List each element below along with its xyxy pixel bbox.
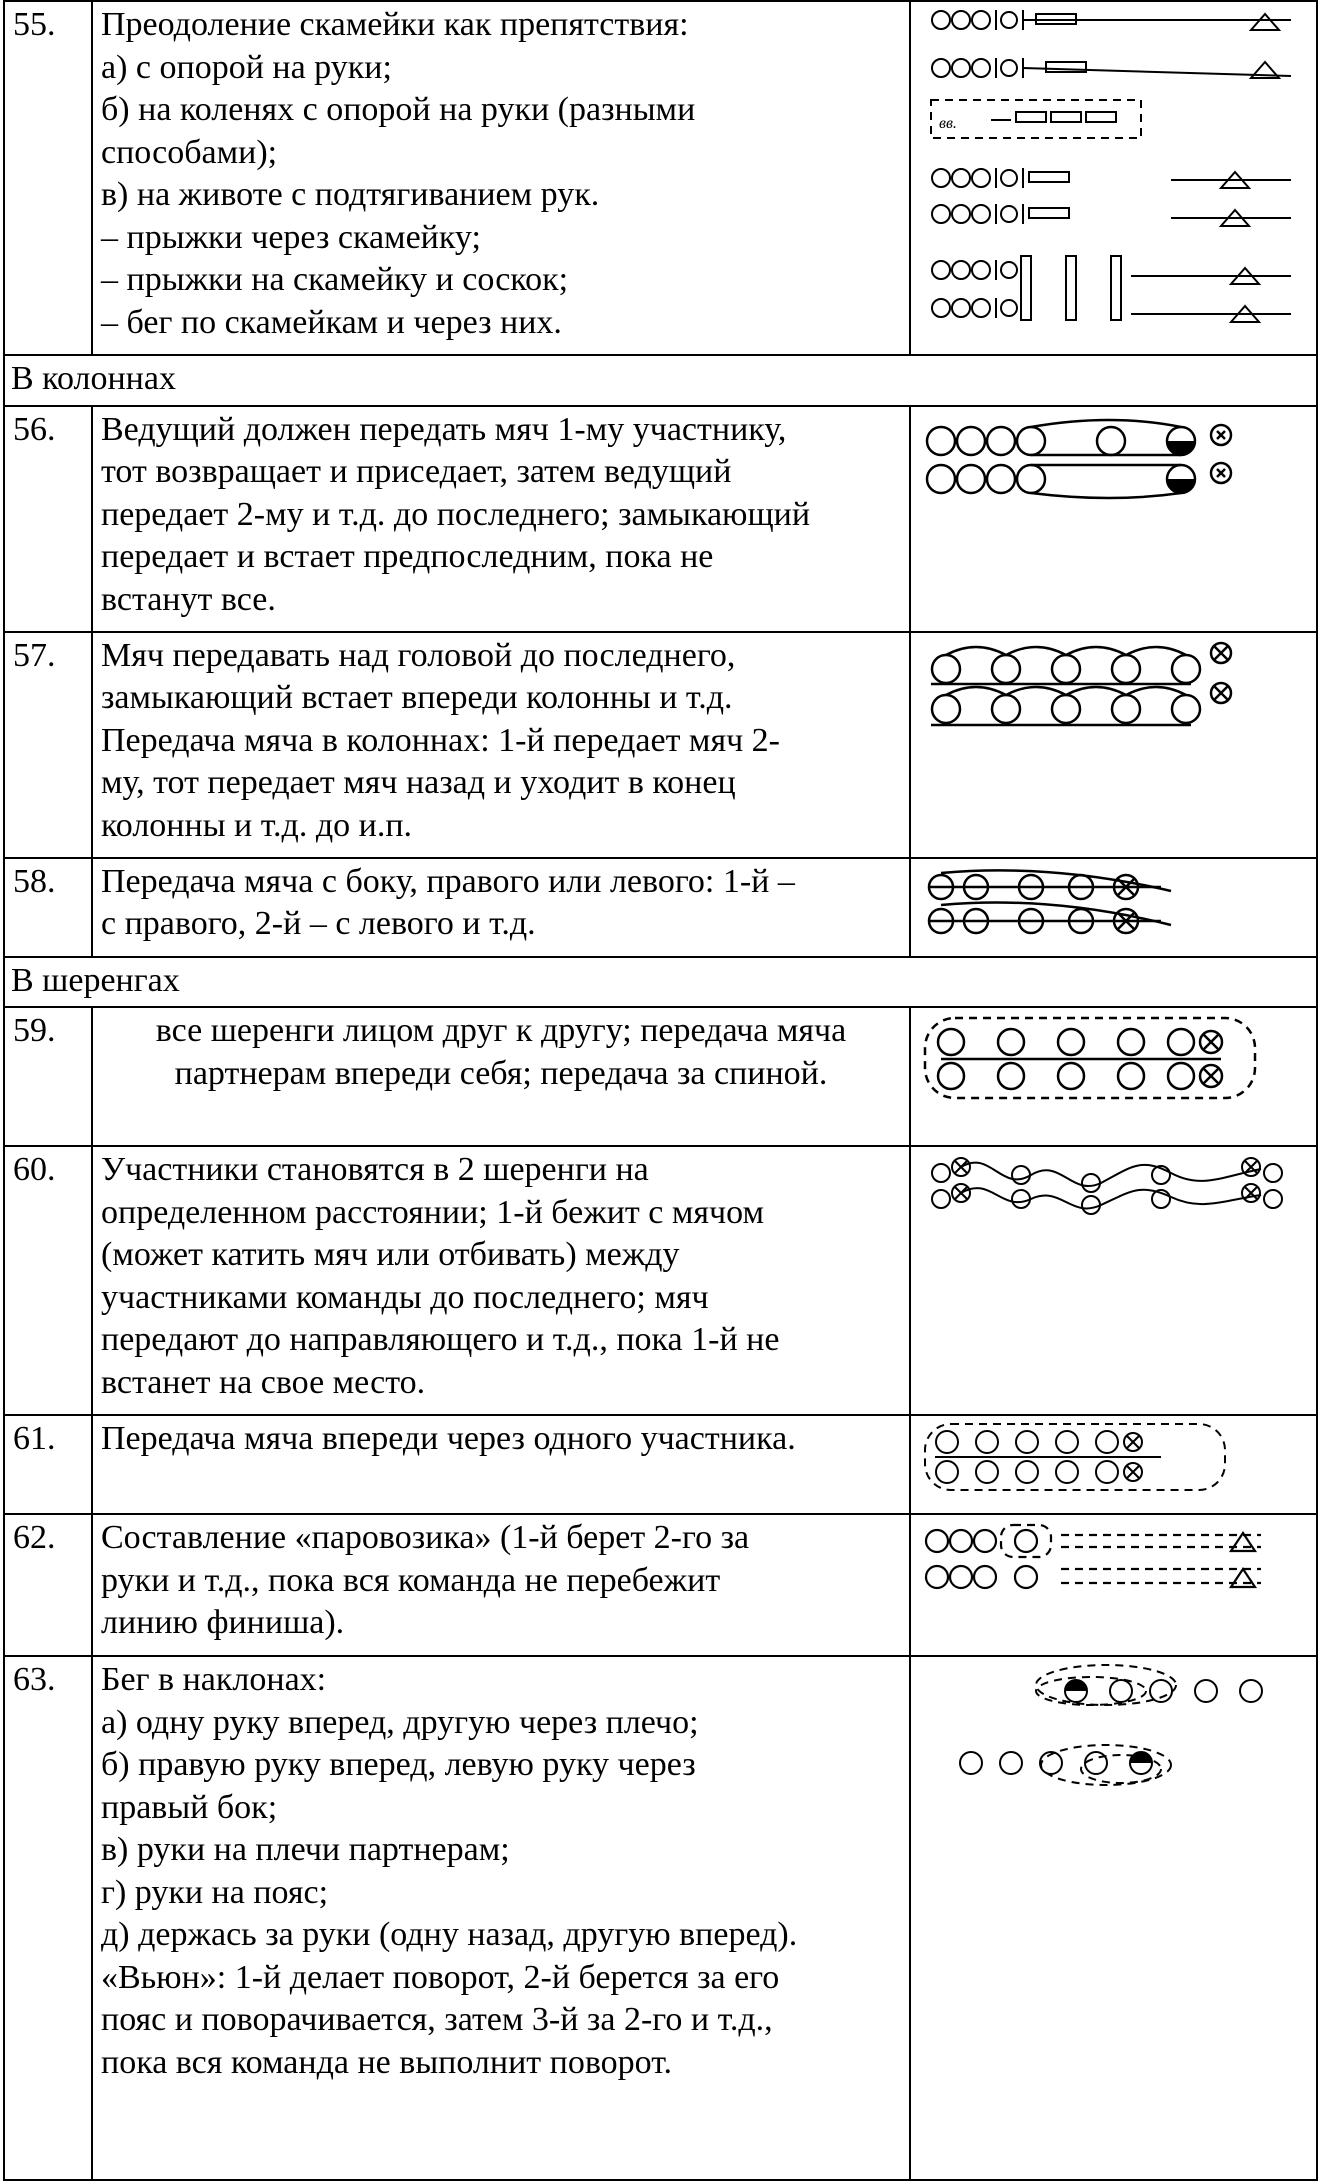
text-line: Передача мяча с боку, правого или левого… xyxy=(101,862,795,900)
table-row: 61. Передача мяча впереди через одного у… xyxy=(3,1414,1318,1515)
text-line: передают до направляющего и т.д., пока 1… xyxy=(101,1321,780,1358)
text-line: в) на животе с подтягиванием рук. xyxy=(101,176,600,213)
table-row: 59. все шеренги лицом друг к другу; пере… xyxy=(3,1006,1318,1147)
row-diagram: вв. xyxy=(909,0,1318,356)
skip-one-pass-diagram xyxy=(924,1423,1226,1491)
text-line: в) руки на плечи партнерам; xyxy=(101,1831,510,1868)
table-row: 62. Составление «паровозика» (1-й берет … xyxy=(3,1513,1318,1657)
text-line: Участники становятся в 2 шеренги на xyxy=(101,1151,649,1188)
line-pass-diagram xyxy=(923,1016,1257,1100)
row-description: Преодоление скамейки как препятствия: а)… xyxy=(91,0,911,356)
row-number: 55. xyxy=(3,0,93,356)
text-line: Ведущий должен передать мяч 1-му участни… xyxy=(101,410,787,448)
text-line: пока вся команда не выполнит поворот. xyxy=(101,2043,672,2081)
row-diagram xyxy=(909,404,1318,633)
bench-obstacle-diagram: вв. xyxy=(930,10,1292,323)
column-pass-diagram xyxy=(925,418,1233,499)
text-line: Составление «паровозика» (1-й берет 2-го… xyxy=(101,1519,750,1556)
row-diagram xyxy=(909,1655,1318,2181)
text-line: а) одну руку вперед, другую через плечо; xyxy=(101,1703,699,1741)
section-row: В колоннах xyxy=(3,354,1318,407)
row-number: 60. xyxy=(3,1145,93,1416)
text-line: Передача мяча в колоннах: 1-й передает м… xyxy=(101,721,781,759)
row-description: все шеренги лицом друг к другу; передача… xyxy=(91,1006,911,1147)
section-heading: В колоннах xyxy=(3,354,1318,407)
text-line: способами); xyxy=(101,133,278,171)
table-row: 57. Мяч передавать над головой до послед… xyxy=(3,630,1318,859)
text-line: – прыжки на скамейку и соскок; xyxy=(101,261,569,298)
side-pass-diagram xyxy=(927,868,1172,934)
table-row: 60. Участники становятся в 2 шеренги на … xyxy=(3,1145,1318,1416)
text-line: замыкающий встает впереди колонны и т.д. xyxy=(101,679,733,716)
row-diagram xyxy=(909,1414,1318,1515)
row-number: 59. xyxy=(3,1006,93,1147)
section-row: В шеренгах xyxy=(3,955,1318,1008)
row-description: Составление «паровозика» (1-й берет 2-го… xyxy=(91,1513,911,1657)
row-diagram xyxy=(909,1145,1318,1416)
text-line: б) на коленях с опорой на руки (разными xyxy=(101,91,696,128)
text-line: Преодоление скамейки как препятствия: xyxy=(101,6,689,43)
text-line: с правого, 2-й – с левого и т.д. xyxy=(101,905,536,942)
text-line: все шеренги лицом друг к другу; передача… xyxy=(155,1012,847,1049)
row-description: Мяч передавать над головой до последнего… xyxy=(91,630,911,859)
text-line: передает 2-му и т.д. до последнего; замы… xyxy=(101,495,811,533)
row-number: 58. xyxy=(3,856,93,958)
diagram-label: вв. xyxy=(939,115,957,132)
text-line: пояс и поворачивается, затем 3-й за 2-го… xyxy=(101,2001,773,2038)
row-number: 61. xyxy=(3,1414,93,1515)
text-line: руки и т.д., пока вся команда не перебеж… xyxy=(101,1561,721,1599)
text-line: Мяч передавать над головой до последнего… xyxy=(101,636,736,674)
text-line: му, тот передает мяч назад и уходит в ко… xyxy=(101,764,736,801)
text-line: определенном расстоянии; 1-й бежит с мяч… xyxy=(101,1193,764,1231)
text-line: г) руки на пояс; xyxy=(101,1873,329,1911)
text-line: передает и встает предпоследним, пока не xyxy=(101,538,714,575)
text-line: – бег по скамейкам и через них. xyxy=(101,303,562,341)
text-line: б) правую руку вперед, левую руку через xyxy=(101,1746,696,1783)
text-line: «Вьюн»: 1-й делает поворот, 2-й берется … xyxy=(101,1958,780,1996)
row-description: Бег в наклонах: а) одну руку вперед, дру… xyxy=(91,1655,911,2181)
text-line: правый бок; xyxy=(101,1788,278,1826)
text-line: встанут все. xyxy=(101,580,276,618)
table-row: 56. Ведущий должен передать мяч 1-му уча… xyxy=(3,404,1318,633)
table-row: 63. Бег в наклонах: а) одну руку вперед,… xyxy=(3,1655,1318,2181)
text-line: колонны и т.д. до и.п. xyxy=(101,806,413,844)
table-row: 55. Преодоление скамейки как препятствия… xyxy=(3,0,1318,356)
row-number: 56. xyxy=(3,404,93,633)
table-row: 58. Передача мяча с боку, правого или ле… xyxy=(3,856,1318,958)
text-line: Передача мяча впереди через одного участ… xyxy=(101,1420,796,1457)
exercise-table: 55. Преодоление скамейки как препятствия… xyxy=(3,0,1318,2181)
row-description: Участники становятся в 2 шеренги на опре… xyxy=(91,1145,911,1416)
row-diagram xyxy=(909,1513,1318,1657)
text-line: линию финиша). xyxy=(101,1604,345,1641)
row-description: Передача мяча с боку, правого или левого… xyxy=(91,856,911,958)
text-line: участниками команды до последнего; мяч xyxy=(101,1278,709,1316)
section-heading: В шеренгах xyxy=(3,955,1318,1008)
row-diagram xyxy=(909,856,1318,958)
text-line: а) с опорой на руки; xyxy=(101,48,392,86)
text-line: тот возвращает и приседает, затем ведущи… xyxy=(101,453,732,490)
row-diagram xyxy=(909,630,1318,859)
weave-run-diagram xyxy=(931,1157,1283,1215)
row-description: Передача мяча впереди через одного участ… xyxy=(91,1414,911,1515)
text-line: Бег в наклонах: xyxy=(101,1661,327,1698)
overhead-pass-diagram xyxy=(930,641,1233,726)
row-description: Ведущий должен передать мяч 1-му участни… xyxy=(91,404,911,633)
text-line: д) держась за руки (одну назад, другую в… xyxy=(101,1916,798,1953)
text-line: (может катить мяч или отбивать) между xyxy=(101,1236,680,1273)
row-number: 62. xyxy=(3,1513,93,1657)
text-line: встанет на свое место. xyxy=(101,1363,426,1401)
row-number: 57. xyxy=(3,630,93,859)
train-run-diagram xyxy=(924,1523,1261,1590)
bent-run-diagram xyxy=(959,1664,1263,1786)
text-line: партнерам впереди себя; передача за спин… xyxy=(174,1054,828,1092)
row-diagram xyxy=(909,1006,1318,1147)
row-number: 63. xyxy=(3,1655,93,2181)
text-line: – прыжки через скамейку; xyxy=(101,218,481,256)
